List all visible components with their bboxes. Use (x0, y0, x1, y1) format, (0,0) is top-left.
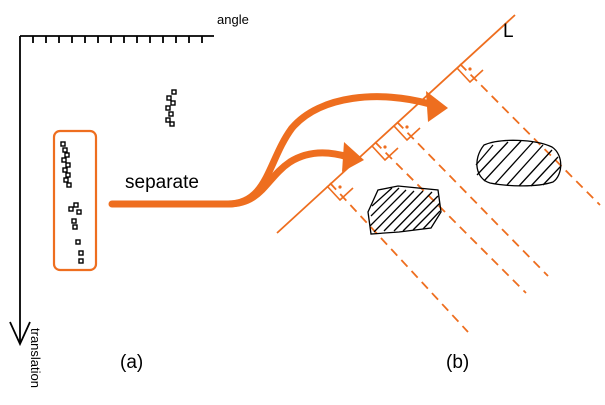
projection-rays (329, 63, 601, 333)
region-blob-upper (475, 139, 562, 187)
sample-cluster-boxed (60, 141, 84, 264)
translation-axis (9, 36, 31, 347)
separate-arrow (108, 93, 434, 208)
line-L-label: L (503, 21, 514, 42)
angle-axis (20, 35, 214, 43)
projection-line-L (276, 14, 516, 234)
translation-axis-label: translation (28, 328, 43, 388)
separate-arrow-head-upper (426, 91, 448, 122)
right-angle-dots (338, 67, 472, 189)
angle-axis-label: angle (217, 12, 249, 27)
region-blob-lower (367, 185, 442, 235)
separate-label: separate (125, 172, 199, 193)
right-angle-markers (326, 67, 484, 202)
sample-cluster-top (165, 89, 177, 127)
panel-b-label: (b) (446, 352, 469, 373)
sample-group-box (52, 129, 98, 272)
panel-a-label: (a) (120, 352, 143, 373)
separate-arrow-head-lower (342, 142, 364, 172)
